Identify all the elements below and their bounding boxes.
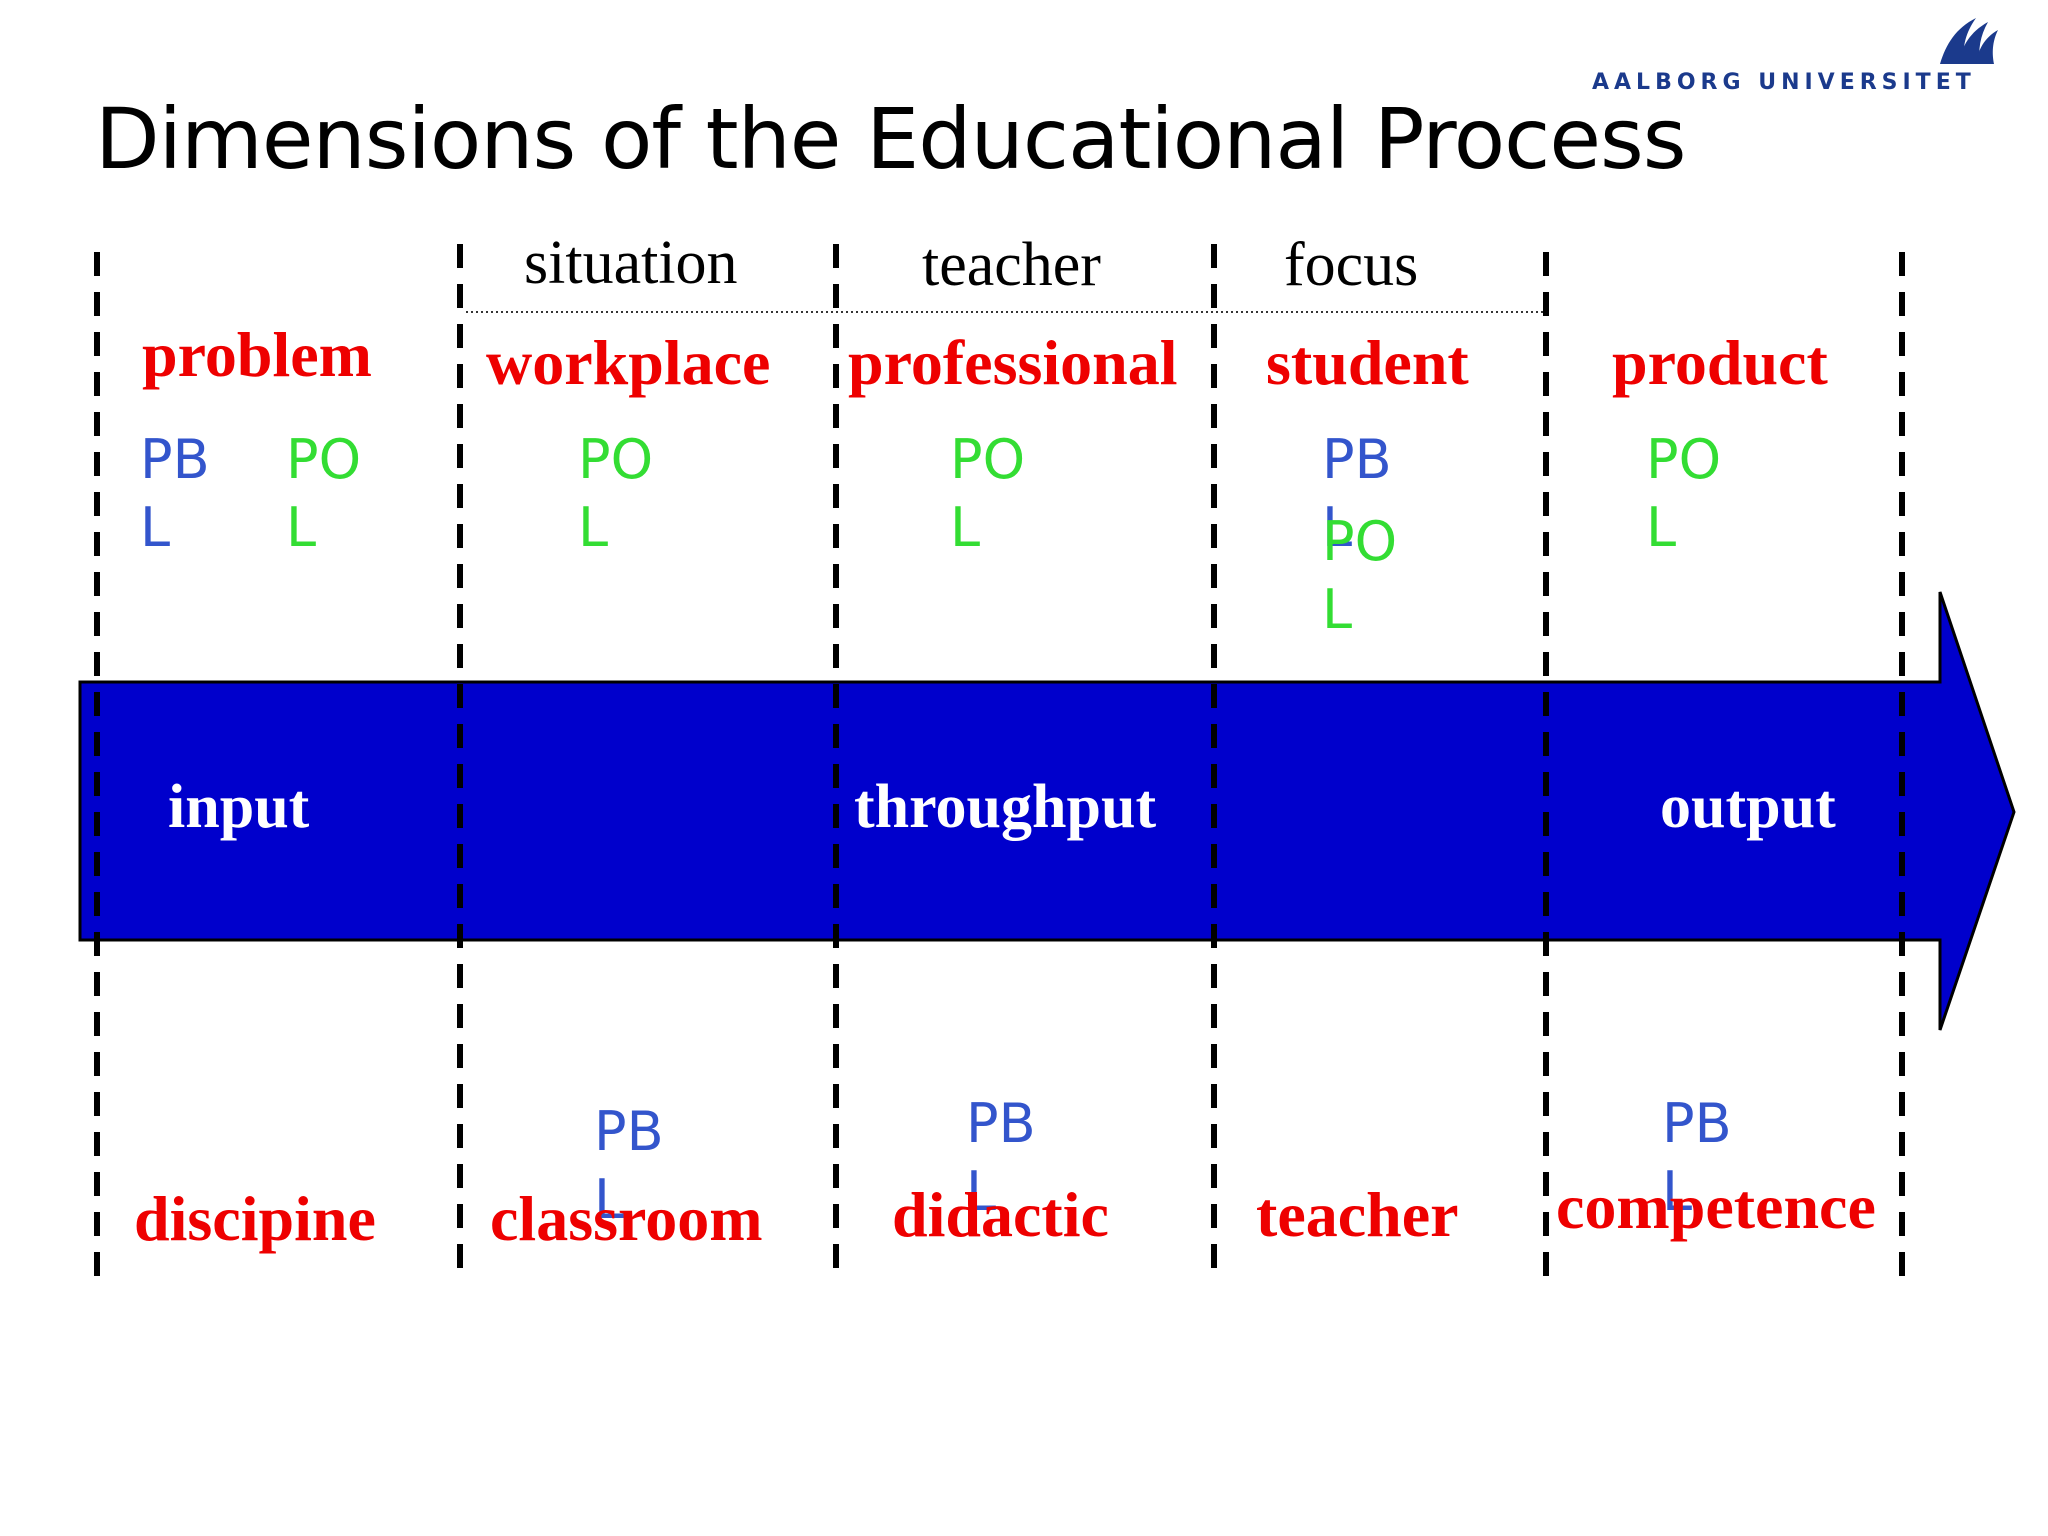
tag-pbl-didactic: PBL (966, 1092, 1036, 1223)
tag-pol-product: POL (1646, 428, 1722, 559)
label-professional: professional (848, 327, 1178, 398)
label-output: output (1660, 773, 1836, 841)
label-throughput: throughput (854, 773, 1157, 841)
tag-pol-student: POL (1322, 510, 1398, 641)
tag-pbl-classroom: PBL (594, 1100, 664, 1231)
label-classroom: classroom (490, 1183, 763, 1254)
logo-text: AALBORG UNIVERSITET (1592, 70, 1976, 95)
label-input: input (168, 773, 310, 841)
dashed-dividers (94, 244, 1905, 1280)
label-product: product (1612, 327, 1828, 398)
university-logo-icon (1936, 14, 2000, 71)
header-focus: focus (1284, 231, 1419, 299)
process-arrow (78, 591, 2016, 1031)
tag-pbl-student: PBL (1322, 428, 1392, 559)
label-problem: problem (142, 319, 372, 390)
header-situation: situation (524, 229, 738, 297)
label-student: student (1266, 327, 1469, 398)
label-discipine: discipine (134, 1183, 376, 1254)
header-teacher: teacher (922, 231, 1101, 299)
label-didactic: didactic (892, 1179, 1109, 1250)
tag-pol-problem: POL (286, 428, 362, 559)
page-title: Dimensions of the Educational Process (95, 90, 1687, 188)
tag-pbl-problem: PBL (140, 428, 210, 559)
label-workplace: workplace (486, 327, 771, 398)
tag-pbl-competence: PBL (1662, 1092, 1732, 1223)
tag-pol-professional: POL (950, 428, 1026, 559)
tag-pol-workplace: POL (578, 428, 654, 559)
label-competence: competence (1556, 1171, 1876, 1242)
label-teacher: teacher (1256, 1179, 1459, 1250)
